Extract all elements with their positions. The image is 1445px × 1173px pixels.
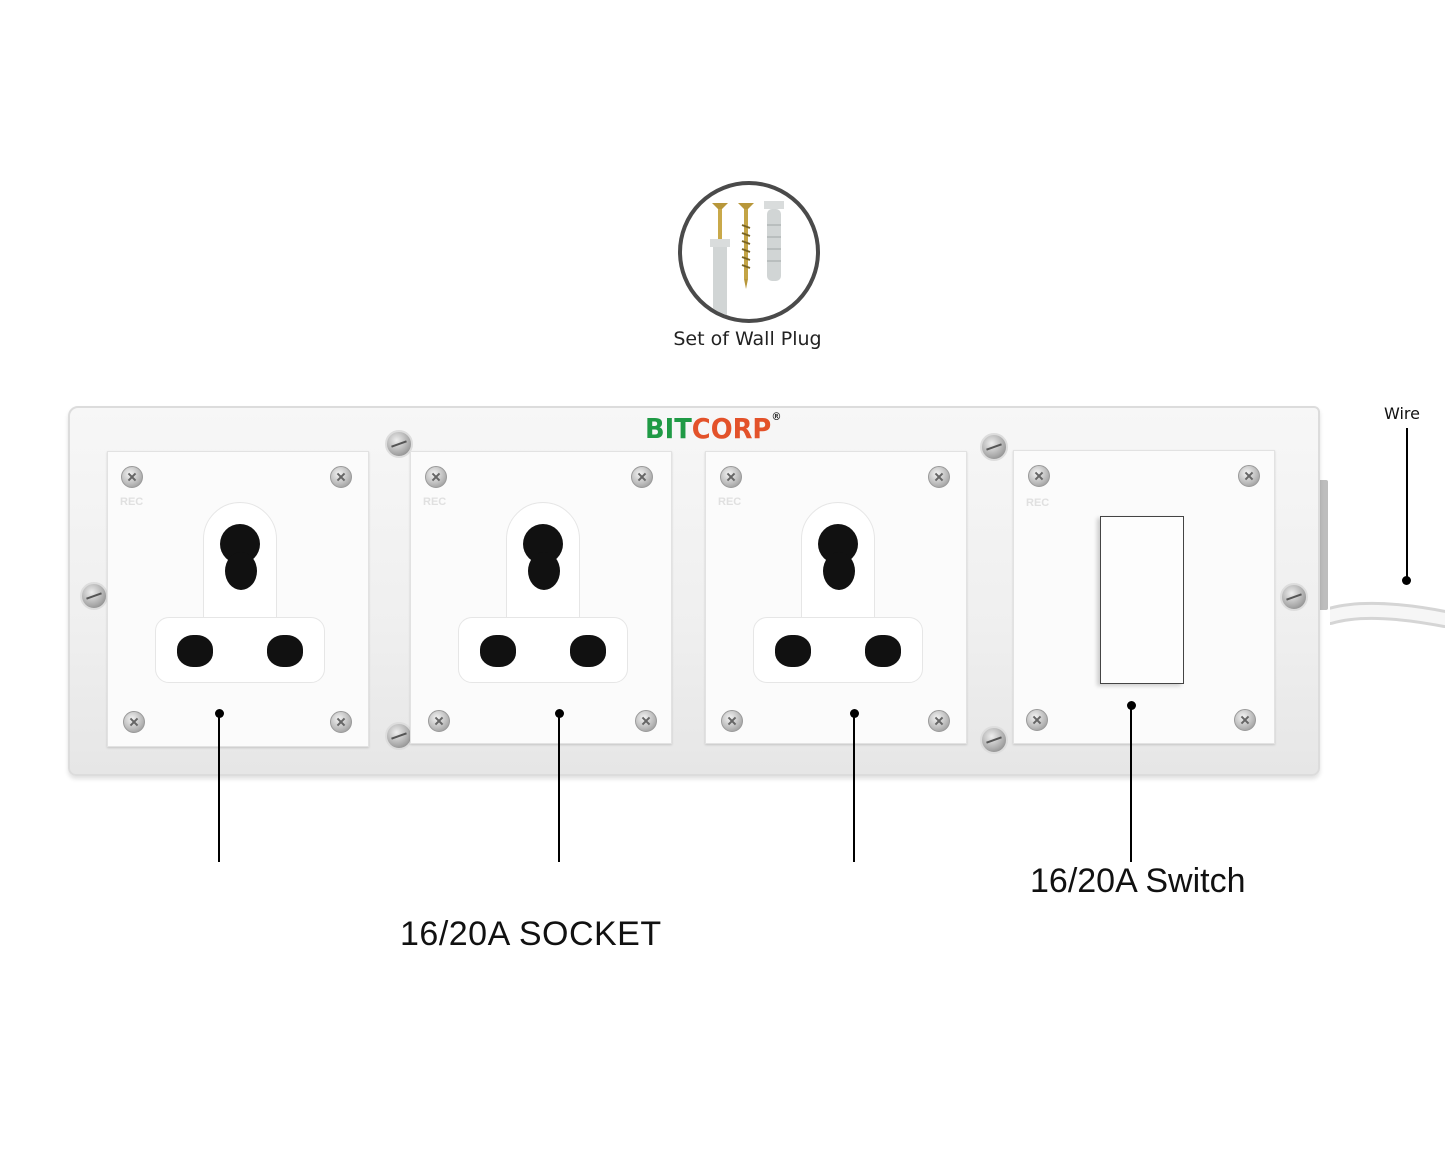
screw-icon: [635, 710, 657, 732]
socket-label: 16/20A SOCKET: [400, 915, 662, 953]
registered-mark: ®: [771, 410, 782, 423]
neutral-pin-hole: [267, 635, 303, 667]
switch-label: 16/20A Switch: [1030, 862, 1246, 900]
socket-3-pointer-line: [853, 714, 855, 862]
socket-module-3: REC: [705, 451, 967, 744]
screw-icon: [631, 466, 653, 488]
board-screw: [385, 430, 413, 458]
brand-logo: BITCORP®: [645, 410, 782, 445]
switch-module: REC: [1013, 450, 1275, 744]
brand-logo-part1: BIT: [645, 412, 692, 445]
socket-1-pointer-dot: [215, 709, 224, 718]
line-pin-hole: [177, 635, 213, 667]
switch-pointer-line: [1130, 706, 1132, 862]
socket-3-pointer-dot: [850, 709, 859, 718]
screw-icon: [121, 466, 143, 488]
screw-icon: [425, 466, 447, 488]
neutral-pin-hole: [865, 635, 901, 667]
screw-icon: [1026, 709, 1048, 731]
switch-pointer-dot: [1127, 701, 1136, 710]
wire-pointer-line: [1406, 428, 1408, 578]
socket-2-pointer-dot: [555, 709, 564, 718]
screws-and-wall-plugs-icon: [710, 201, 784, 317]
earth-pin-hole-lower: [225, 552, 257, 590]
board-screw: [980, 726, 1008, 754]
screw-icon: [1028, 465, 1050, 487]
earth-pin-hole-lower: [823, 552, 855, 590]
screw-icon: [721, 710, 743, 732]
socket-outlet-3[interactable]: [753, 502, 923, 683]
board-screw: [1280, 583, 1308, 611]
screw-icon: [720, 466, 742, 488]
screw-icon: [330, 711, 352, 733]
screw-icon: [330, 466, 352, 488]
socket-outlet-1[interactable]: [155, 502, 325, 683]
screw-icon: [928, 466, 950, 488]
socket-module-2: REC: [410, 451, 672, 744]
socket-outlet-2[interactable]: [458, 502, 628, 683]
brand-logo-part2: CORP: [691, 412, 772, 445]
screw-icon: [428, 710, 450, 732]
rec-mark: REC: [1026, 497, 1050, 509]
screw-icon: [928, 710, 950, 732]
wall-plug-badge: [678, 181, 820, 323]
wire-pointer-dot: [1402, 576, 1411, 585]
socket-2-pointer-line: [558, 714, 560, 862]
socket-module-1: REC: [107, 451, 369, 747]
board-screw: [980, 433, 1008, 461]
screw-icon: [123, 711, 145, 733]
neutral-pin-hole: [570, 635, 606, 667]
line-pin-hole: [480, 635, 516, 667]
screw-icon: [1238, 465, 1260, 487]
rec-mark: REC: [423, 496, 447, 508]
power-cable: [1330, 601, 1445, 628]
wall-plug-caption: Set of Wall Plug: [673, 328, 822, 350]
line-pin-hole: [775, 635, 811, 667]
rec-mark: REC: [120, 496, 144, 508]
socket-1-pointer-line: [218, 714, 220, 862]
board-screw: [385, 722, 413, 750]
wire-label: Wire: [1384, 404, 1420, 423]
rocker-switch[interactable]: [1100, 516, 1184, 684]
board-side-edge: [1318, 480, 1328, 610]
screw-icon: [1234, 709, 1256, 731]
board-screw: [80, 582, 108, 610]
rec-mark: REC: [718, 496, 742, 508]
earth-pin-hole-lower: [528, 552, 560, 590]
